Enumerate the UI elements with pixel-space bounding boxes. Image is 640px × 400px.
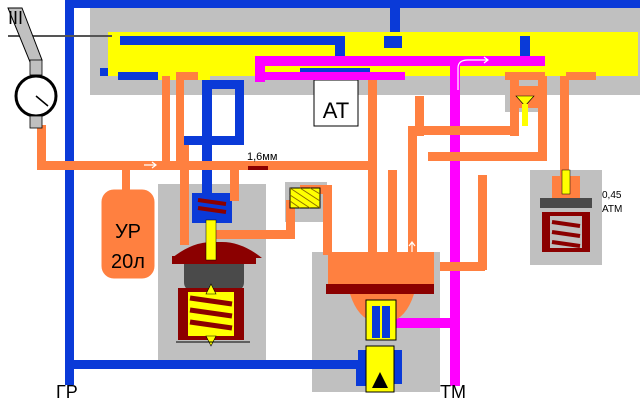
stabilizer-valve	[540, 169, 592, 252]
orifice-marker	[248, 166, 268, 170]
brake-pipe-lines	[255, 56, 545, 386]
filter-mesh-icon	[289, 187, 321, 209]
pressure-gauge-icon	[14, 59, 58, 129]
orifice-size-label: 1,6мм	[247, 151, 277, 163]
pressure-unit-label: АТМ	[602, 204, 622, 215]
auto-mode-label: АТ	[323, 98, 349, 123]
valve-spring-top	[197, 198, 227, 214]
main-reservoir-label: ГР	[56, 382, 78, 400]
relay-valve	[326, 252, 434, 393]
check-valve	[512, 86, 538, 126]
brake-pipe-label: ТМ	[440, 382, 466, 400]
position-numeral: III	[8, 8, 23, 28]
equalizer-piston	[172, 198, 262, 347]
pressure-value-label: 0,45	[602, 190, 622, 201]
reservoir-volume-label: 20л	[111, 251, 145, 273]
surge-reservoir-tank	[101, 189, 155, 279]
equalizer-spring	[189, 295, 233, 331]
surge-reservoir-label: УР	[115, 221, 141, 243]
